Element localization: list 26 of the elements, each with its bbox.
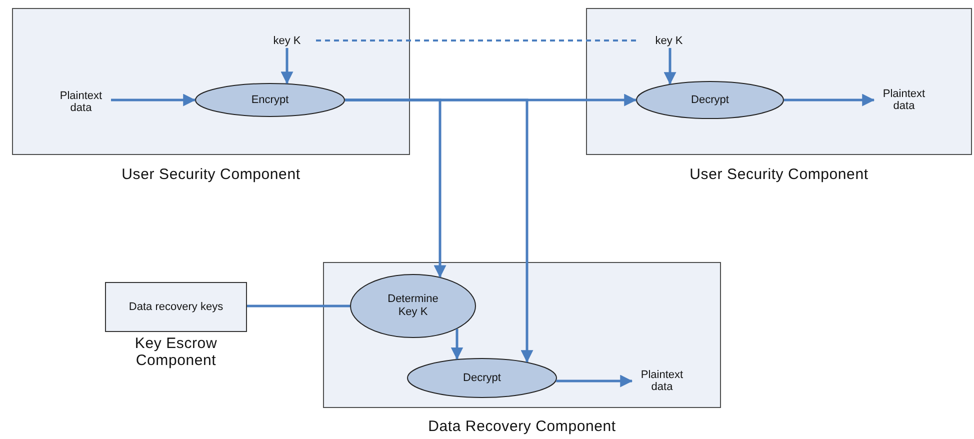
process-label: Determine Key K xyxy=(386,293,440,319)
box-caption: Key Escrow Component xyxy=(134,335,218,369)
data-label: Plaintext data xyxy=(632,368,692,394)
arrow xyxy=(450,328,464,360)
panel-caption: User Security Component xyxy=(120,166,302,183)
data-label: Plaintext data xyxy=(874,87,934,113)
arrow xyxy=(345,98,534,363)
data-label: key K xyxy=(268,33,306,48)
panel-caption: Data Recovery Component xyxy=(427,418,617,435)
process-ellipse xyxy=(350,274,476,338)
connector-line xyxy=(247,304,350,308)
arrow xyxy=(111,94,196,106)
arrow xyxy=(280,48,294,84)
process-label: Decrypt xyxy=(691,94,729,106)
arrow xyxy=(664,48,676,85)
process-ellipse xyxy=(636,81,784,119)
data-label: Plaintext data xyxy=(51,89,111,115)
process-label: Encrypt xyxy=(251,94,289,106)
process-ellipse xyxy=(407,358,557,398)
process-label: Decrypt xyxy=(463,372,501,384)
keys-label: Data recovery keys xyxy=(128,300,224,314)
process-ellipse xyxy=(195,83,345,117)
panel-caption: User Security Component xyxy=(688,166,870,183)
arrow xyxy=(556,374,633,388)
data-label: key K xyxy=(650,33,688,48)
arrow xyxy=(784,94,875,106)
